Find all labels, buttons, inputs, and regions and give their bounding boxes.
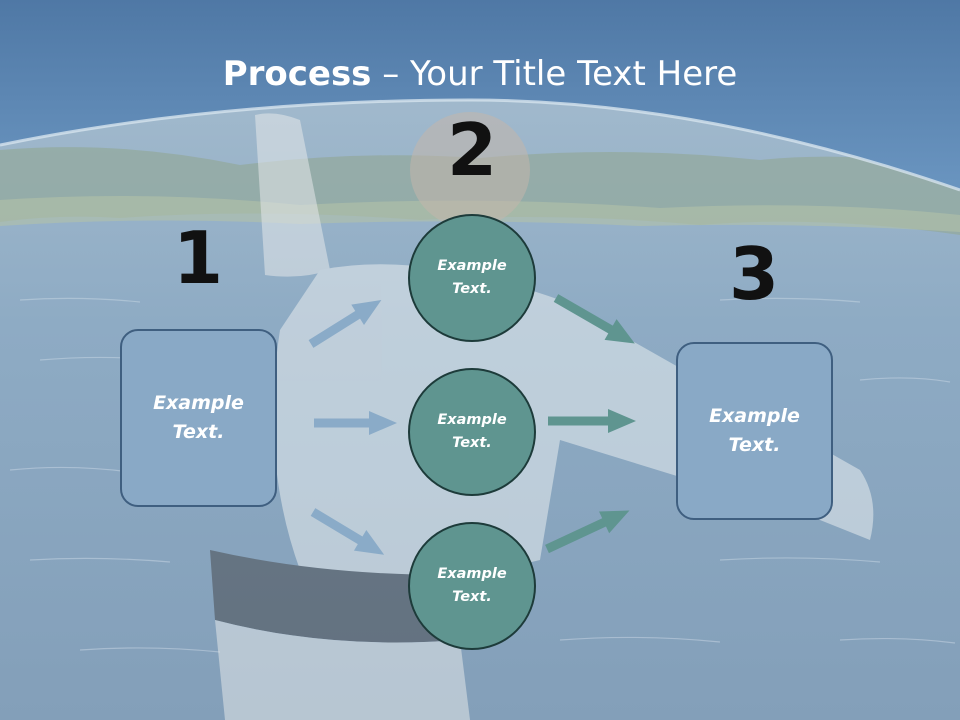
- step-3-box[interactable]: Example Text.: [676, 342, 833, 520]
- middle-node-center-label: Example Text.: [437, 412, 507, 451]
- title-rest: – Your Title Text Here: [371, 54, 738, 94]
- step-1-box[interactable]: Example Text.: [120, 329, 277, 507]
- step-number-3: 3: [728, 232, 780, 316]
- middle-node-bottom-label: Example Text.: [437, 566, 507, 605]
- step-number-1: 1: [172, 216, 224, 300]
- middle-node-top-label: Example Text.: [437, 258, 507, 297]
- middle-node-bottom[interactable]: Example Text.: [408, 522, 536, 650]
- middle-node-top[interactable]: Example Text.: [408, 214, 536, 342]
- slide-title: Process – Your Title Text Here: [0, 52, 960, 96]
- middle-node-center[interactable]: Example Text.: [408, 368, 536, 496]
- step-number-2: 2: [446, 108, 498, 192]
- step-3-label: Example Text.: [709, 405, 800, 456]
- title-bold: Process: [222, 54, 372, 94]
- step-1-label: Example Text.: [153, 392, 244, 443]
